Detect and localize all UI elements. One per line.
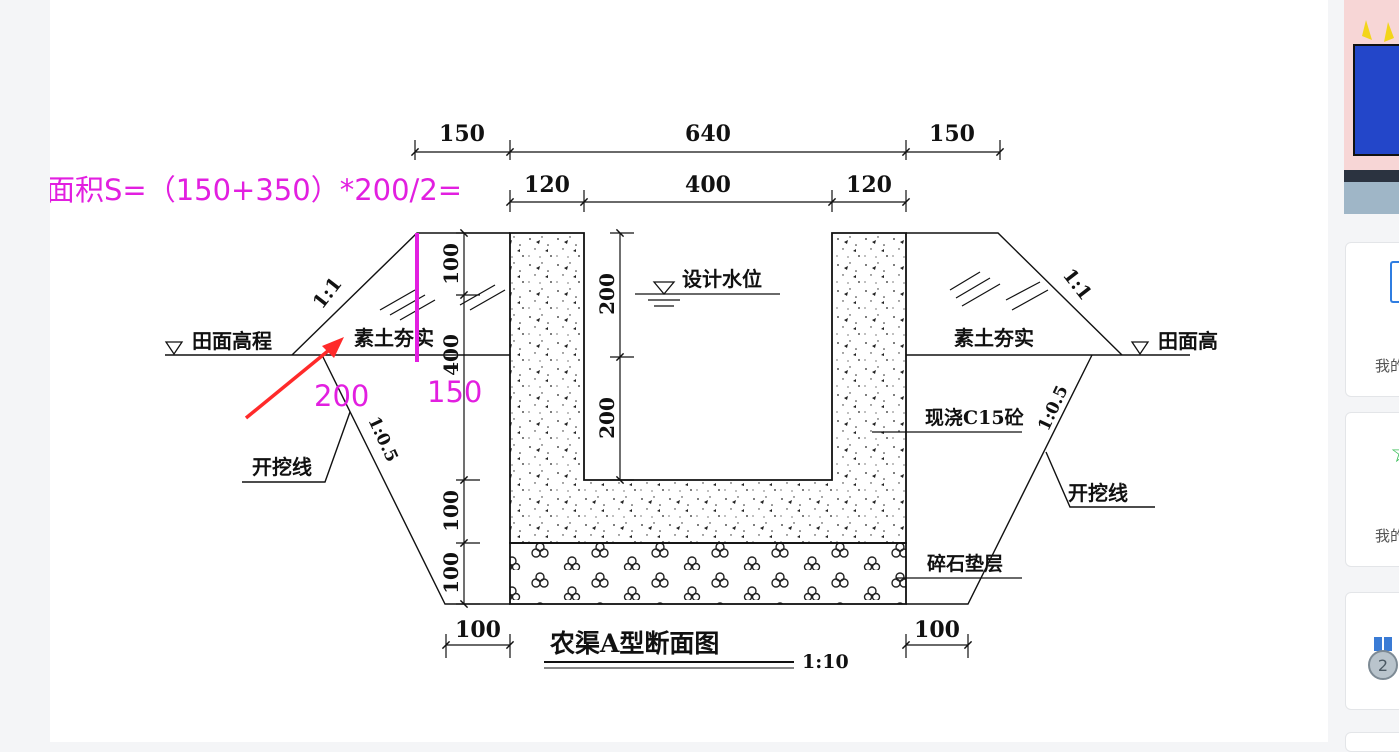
embankment-right xyxy=(906,232,1123,356)
dim-mid-center: 400 xyxy=(685,172,731,198)
slope-label-right-lower: 1:0.5 xyxy=(1034,382,1072,434)
dim-inner-200-top: 200 xyxy=(595,273,619,315)
document-page: 150 640 150 120 400 120 100 100 100 400 … xyxy=(50,0,1328,742)
label-compacted-soil-right: 素土夯实 xyxy=(954,326,1034,350)
dim-vertical-100-top: 100 xyxy=(439,243,463,285)
dim-top-right: 150 xyxy=(929,121,975,147)
sidebar-card-2-label: 我的 xyxy=(1375,528,1399,545)
dim-top-center: 640 xyxy=(685,121,731,147)
medal-icon: 2 xyxy=(1368,637,1398,680)
water-level-symbol xyxy=(635,281,780,307)
label-gravel-cushion: 碎石垫层 xyxy=(927,552,1003,575)
label-design-water-level: 设计水位 xyxy=(682,267,762,291)
star-icon: ☆ xyxy=(1390,439,1399,467)
label-field-elevation-right: 田面高 xyxy=(1158,329,1218,353)
label-field-elevation-left: 田面高程 xyxy=(192,329,272,353)
sidebar-card-4[interactable] xyxy=(1345,732,1399,752)
dim-mid-right: 120 xyxy=(846,172,892,198)
field-elevation-symbol-left xyxy=(164,341,184,356)
gravel-cushion-layer xyxy=(509,542,907,605)
label-cast-concrete: 现浇C15砼 xyxy=(925,406,1025,429)
dim-vertical-400: 400 xyxy=(439,334,463,376)
label-excavation-right: 开挖线 xyxy=(1068,481,1128,505)
annotation-value-200: 200 xyxy=(314,379,369,413)
svg-text:2: 2 xyxy=(1378,656,1388,675)
area-formula-annotation: 面积S=（150+350）*200/2= xyxy=(50,173,462,207)
sidebar-card-3[interactable]: 2 xyxy=(1345,592,1399,710)
label-compacted-soil-left: 素土夯实 xyxy=(354,326,434,350)
dim-top-left: 150 xyxy=(439,121,485,147)
channel-cross-section-drawing: 150 640 150 120 400 120 100 100 100 400 … xyxy=(50,121,1218,673)
dim-vertical-100-mid: 100 xyxy=(439,490,463,532)
sidebar-thumbnail[interactable] xyxy=(1344,0,1399,214)
excavation-line-right xyxy=(906,354,1093,605)
sidebar-card-1-label: 我的 xyxy=(1375,358,1399,375)
drawing-title: 农渠A型断面图 xyxy=(549,629,719,658)
dim-mid-left: 120 xyxy=(524,172,570,198)
sidebar-card-2[interactable]: ☆ 我的 xyxy=(1345,412,1399,567)
drawing-scale: 1:10 xyxy=(802,651,849,673)
sidebar-card-1[interactable]: 我的 xyxy=(1345,242,1399,397)
label-excavation-left: 开挖线 xyxy=(252,455,312,479)
annotation-value-150: 150 xyxy=(427,375,482,409)
right-sidebar: 我的 ☆ 我的 2 xyxy=(1343,0,1399,752)
dim-vertical-100-bottom: 100 xyxy=(439,552,463,594)
slope-label-left-lower: 1:0.5 xyxy=(363,414,401,466)
excavation-leader-left xyxy=(242,411,351,483)
dim-bottom-left: 100 xyxy=(455,617,501,643)
excavation-leader-right xyxy=(1045,451,1155,508)
dim-bottom-right: 100 xyxy=(914,617,960,643)
excavation-line-left xyxy=(321,354,510,605)
field-elevation-symbol-right xyxy=(1130,341,1150,356)
dim-inner-200-bottom: 200 xyxy=(595,397,619,439)
document-icon xyxy=(1390,261,1399,303)
red-arrow-annotation xyxy=(244,337,344,420)
